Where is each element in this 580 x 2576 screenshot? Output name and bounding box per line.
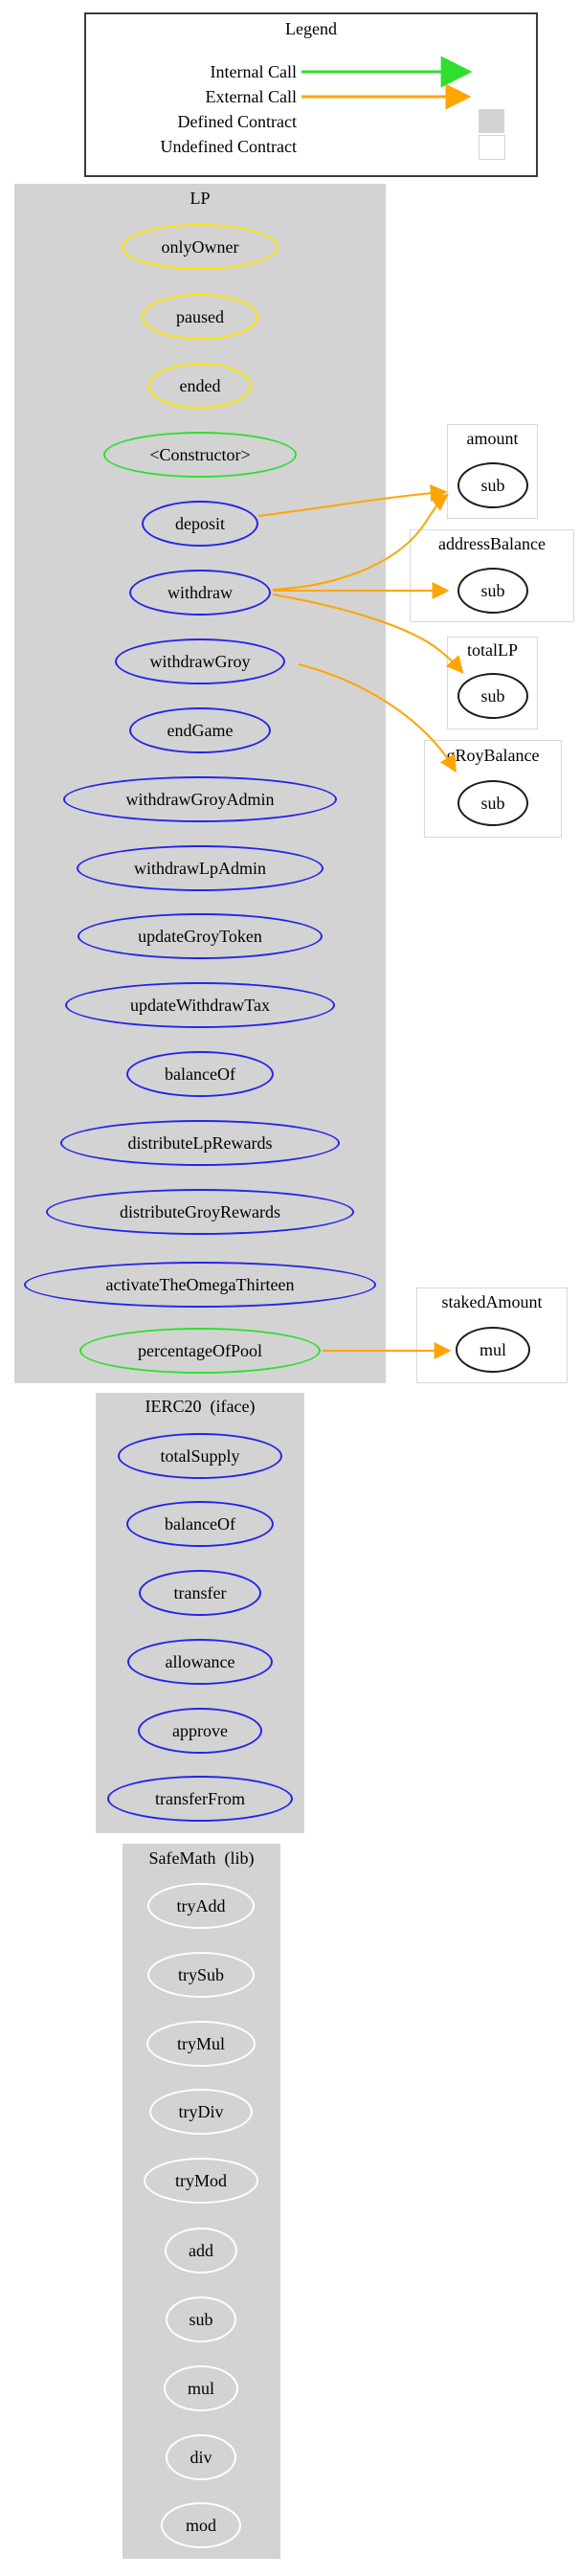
node-ierc20-approve: approve [138, 1708, 262, 1754]
node-lp-ended: ended [148, 363, 252, 409]
node-safemath-tryadd: tryAdd [147, 1883, 255, 1929]
node-lp-updategroytoken: updateGroyToken [78, 913, 323, 959]
node-safemath-sub: sub [166, 2296, 236, 2342]
node-ierc20-allowance: allowance [127, 1639, 273, 1685]
node-lp-distributelprewards: distributeLpRewards [60, 1120, 340, 1166]
node-lp-balanceof: balanceOf [126, 1051, 274, 1097]
node-safemath-add: add [165, 2228, 237, 2274]
node-lp-endgame: endGame [129, 707, 271, 753]
node-lp-constructor: <Constructor> [103, 432, 297, 478]
node-ierc20-transfer: transfer [139, 1570, 261, 1616]
node-amount-sub: sub [457, 462, 528, 508]
node-lp-percentageofpool: percentageOfPool [79, 1328, 321, 1374]
node-lp-withdraw: withdraw [129, 570, 271, 616]
node-lp-withdrawlpadmin: withdrawLpAdmin [77, 845, 323, 891]
node-safemath-div: div [166, 2434, 236, 2480]
ext-box-amount-title: amount [466, 429, 519, 448]
node-lp-activatetheomegathirteen: activateTheOmegaThirteen [24, 1262, 376, 1308]
ext-box-groybalance-title: gRoyBalance [446, 746, 540, 765]
node-safemath-mul: mul [164, 2365, 238, 2411]
node-lp-paused: paused [142, 294, 258, 340]
node-ierc20-totalsupply: totalSupply [118, 1433, 282, 1479]
node-lp-deposit: deposit [142, 501, 258, 547]
ext-box-totallp-title: totalLP [467, 640, 518, 660]
node-ierc20-transferfrom: transferFrom [107, 1776, 293, 1822]
node-addressbalance-sub: sub [457, 568, 528, 614]
legend-item-internal-call: Internal Call [210, 62, 297, 81]
node-lp-onlyowner: onlyOwner [122, 224, 279, 270]
node-lp-withdrawgroy: withdrawGroy [115, 638, 285, 684]
defined-contract-swatch [479, 109, 504, 133]
undefined-contract-swatch [479, 135, 505, 160]
node-lp-updatewithdrawtax: updateWithdrawTax [65, 982, 335, 1028]
node-safemath-trymod: tryMod [144, 2158, 258, 2204]
legend-item-external-call: External Call [205, 87, 297, 106]
cluster-lp-title: LP [190, 189, 211, 208]
legend-title: Legend [285, 19, 337, 38]
node-safemath-trysub: trySub [147, 1952, 255, 1998]
ext-box-stakedamount-title: stakedAmount [441, 1292, 543, 1311]
legend-item-undefined-contract: Undefined Contract [160, 137, 297, 156]
node-safemath-trymul: tryMul [146, 2021, 256, 2067]
node-safemath-mod: mod [161, 2502, 241, 2548]
node-totallp-sub: sub [457, 673, 528, 719]
node-safemath-trydiv: tryDiv [149, 2089, 253, 2135]
cluster-safemath-title: SafeMath (lib) [148, 1848, 255, 1868]
node-lp-distributegroyrewards: distributeGroyRewards [46, 1189, 354, 1235]
node-lp-withdrawgroyadmin: withdrawGroyAdmin [63, 776, 337, 822]
node-ierc20-balanceof: balanceOf [126, 1501, 274, 1547]
node-groybalance-sub: sub [457, 780, 528, 826]
ext-box-addressbalance-title: addressBalance [438, 534, 546, 553]
legend-item-defined-contract: Defined Contract [177, 112, 297, 131]
cluster-ierc20-title: IERC20 (iface) [145, 1397, 256, 1416]
node-stakedamount-mul: mul [456, 1327, 530, 1373]
